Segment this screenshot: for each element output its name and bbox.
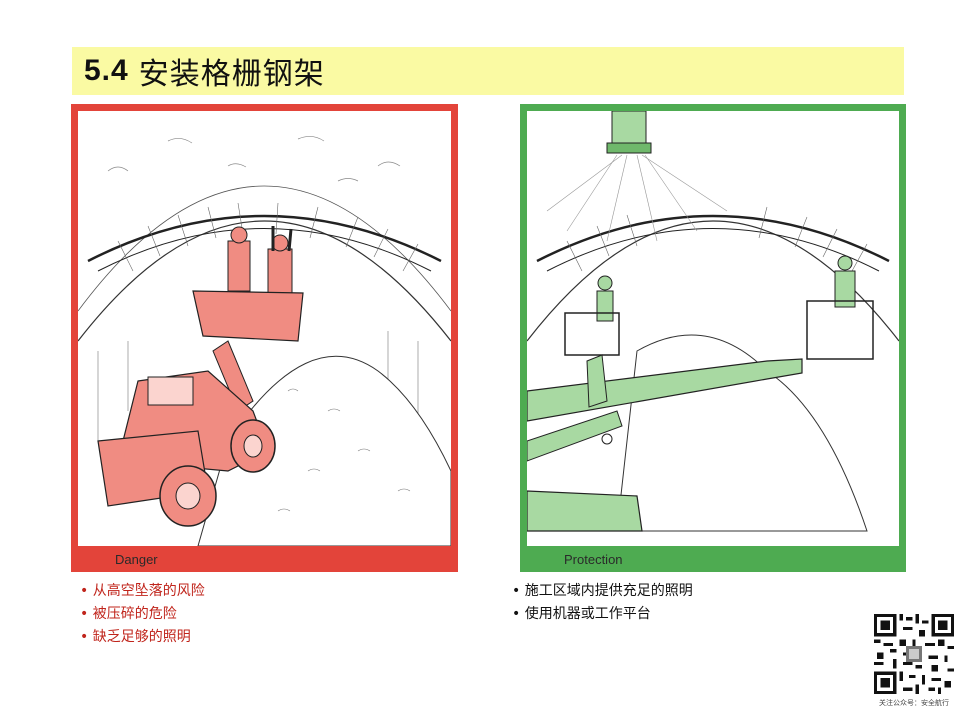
qr-code-icon bbox=[874, 614, 954, 694]
protection-bullet: 使用机器或工作平台 bbox=[512, 603, 693, 626]
section-number: 5.4 bbox=[84, 54, 129, 87]
qr-caption: 关注公众号：安全航行 bbox=[879, 699, 949, 707]
danger-bullet: 从高空坠落的风险 bbox=[80, 580, 205, 603]
danger-bullet-list: 从高空坠落的风险 被压碎的危险 缺乏足够的照明 bbox=[80, 580, 205, 649]
protection-illustration bbox=[527, 111, 899, 546]
protection-bullet: 施工区域内提供充足的照明 bbox=[512, 580, 693, 603]
page-title: 安装格栅钢架 bbox=[138, 57, 325, 92]
danger-label: Danger bbox=[115, 552, 158, 567]
danger-bullet: 缺乏足够的照明 bbox=[80, 626, 205, 649]
title-bar: 5.4 安装格栅钢架 bbox=[72, 47, 904, 95]
danger-panel: Danger bbox=[71, 104, 458, 572]
danger-illustration bbox=[78, 111, 451, 546]
danger-bullet: 被压碎的危险 bbox=[80, 603, 205, 626]
protection-bullet-list: 施工区域内提供充足的照明 使用机器或工作平台 bbox=[512, 580, 693, 626]
protection-label: Protection bbox=[564, 552, 623, 567]
protection-panel: Protection bbox=[520, 104, 906, 572]
